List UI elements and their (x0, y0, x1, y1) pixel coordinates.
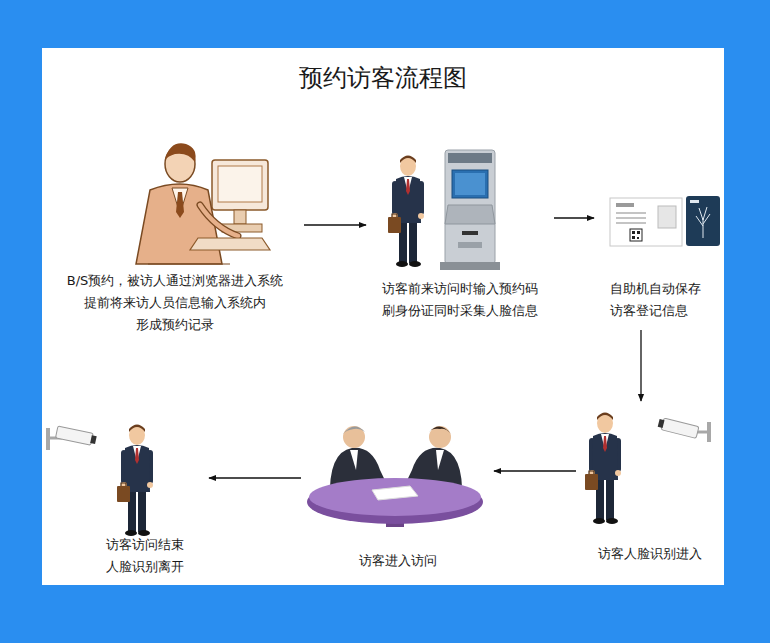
meeting-illustration (307, 426, 483, 527)
office-worker-illustration (136, 143, 270, 264)
process-step: 访客进入访问 (305, 420, 490, 576)
process-step: 访客人脸识别进入 (580, 405, 720, 569)
office-worker-illustration (234, 210, 246, 224)
visitor-card-illustration (632, 231, 635, 234)
camera-illustration (46, 428, 50, 450)
visitor-card-illustration (637, 231, 640, 234)
process-step: 自助机自动保存 访客登记信息 (598, 185, 723, 326)
flow-arrow (304, 224, 366, 225)
step-caption: 访客人脸识别进入 (580, 543, 720, 565)
office-worker-illustration (148, 264, 230, 265)
camera-illustration (56, 426, 98, 446)
office-worker-illustration (190, 238, 270, 250)
office-worker-illustration (165, 143, 196, 162)
kiosk-illustration (462, 231, 478, 235)
flow-arrow (209, 477, 301, 478)
visitor-card-illustration (658, 206, 676, 228)
process-step: 访客前来访问时输入预约码 刷身份证同时采集人脸信息 (370, 145, 550, 326)
meeting-illustration (429, 426, 451, 448)
visitor-illustration (117, 425, 153, 537)
camera-illustration (657, 417, 711, 442)
kiosk-illustration (440, 262, 500, 270)
kiosk-illustration (445, 150, 495, 264)
camera-illustration (661, 418, 699, 438)
visitor-card-illustration (637, 237, 639, 239)
step-caption: 自助机自动保存 访客登记信息 (610, 278, 723, 322)
office-worker-illustration (218, 166, 262, 202)
flow-arrow (640, 330, 641, 401)
step-caption: 访客前来访问时输入预约码 刷身份证同时采集人脸信息 (370, 278, 550, 322)
kiosk-illustration (448, 153, 492, 163)
step-caption: B/S预约，被访人通过浏览器进入系统 提前将来访人员信息输入系统内 形成预约记录 (50, 270, 300, 336)
flow-arrow (494, 470, 576, 471)
visitor-card-illustration (686, 196, 720, 246)
step-caption: 访客进入访问 (305, 550, 490, 572)
office-worker-illustration (176, 192, 184, 218)
office-worker-illustration (212, 160, 268, 210)
visitor-card-illustration (696, 207, 710, 238)
meeting-illustration (343, 426, 365, 434)
visitor-card-illustration (616, 222, 646, 224)
meeting-illustration (429, 426, 451, 434)
kiosk-illustration (458, 242, 482, 248)
step-caption: 访客访问结束 人脸识别离开 (85, 534, 205, 578)
kiosk-illustration (452, 170, 488, 198)
visitor-illustration (388, 156, 424, 268)
visitor-card-illustration (630, 229, 642, 241)
office-worker-illustration (136, 184, 222, 264)
camera-illustration (90, 435, 97, 444)
visitor-card-illustration (632, 236, 635, 239)
title-area: 预约访客流程图 (42, 62, 724, 94)
process-step: B/S预约，被访人通过浏览器进入系统 提前将来访人员信息输入系统内 形成预约记录 (50, 135, 300, 340)
kiosk-illustration (445, 205, 495, 224)
camera-illustration (707, 422, 711, 442)
kiosk-illustration (455, 173, 485, 195)
office-worker-illustration (200, 205, 238, 236)
visitor-illustration (585, 413, 621, 525)
visitor-illustration (585, 413, 621, 525)
camera-illustration (46, 426, 97, 450)
camera-illustration (658, 419, 665, 428)
visitor-illustration (388, 156, 424, 268)
visitor-card-illustration (616, 212, 646, 214)
process-step: 访客访问结束 人脸识别离开 (85, 420, 205, 582)
meeting-illustration (436, 450, 444, 470)
meeting-illustration (343, 426, 365, 448)
meeting-illustration (350, 450, 358, 470)
meeting-illustration (372, 486, 418, 500)
camera-illustration (657, 417, 699, 438)
office-worker-illustration (200, 205, 238, 236)
visitor-illustration (117, 425, 153, 537)
title: 预约访客流程图 (299, 62, 467, 94)
flow-arrow (554, 217, 594, 218)
meeting-illustration (309, 478, 481, 516)
visitor-card-illustration (610, 198, 682, 246)
visitor-card-illustration (616, 217, 646, 219)
visitor-card-illustration (616, 203, 634, 207)
visitor-card-illustration (690, 200, 699, 203)
camera-illustration (56, 426, 94, 445)
visitor-card-illustration (610, 196, 720, 246)
kiosk-illustration (440, 150, 500, 270)
